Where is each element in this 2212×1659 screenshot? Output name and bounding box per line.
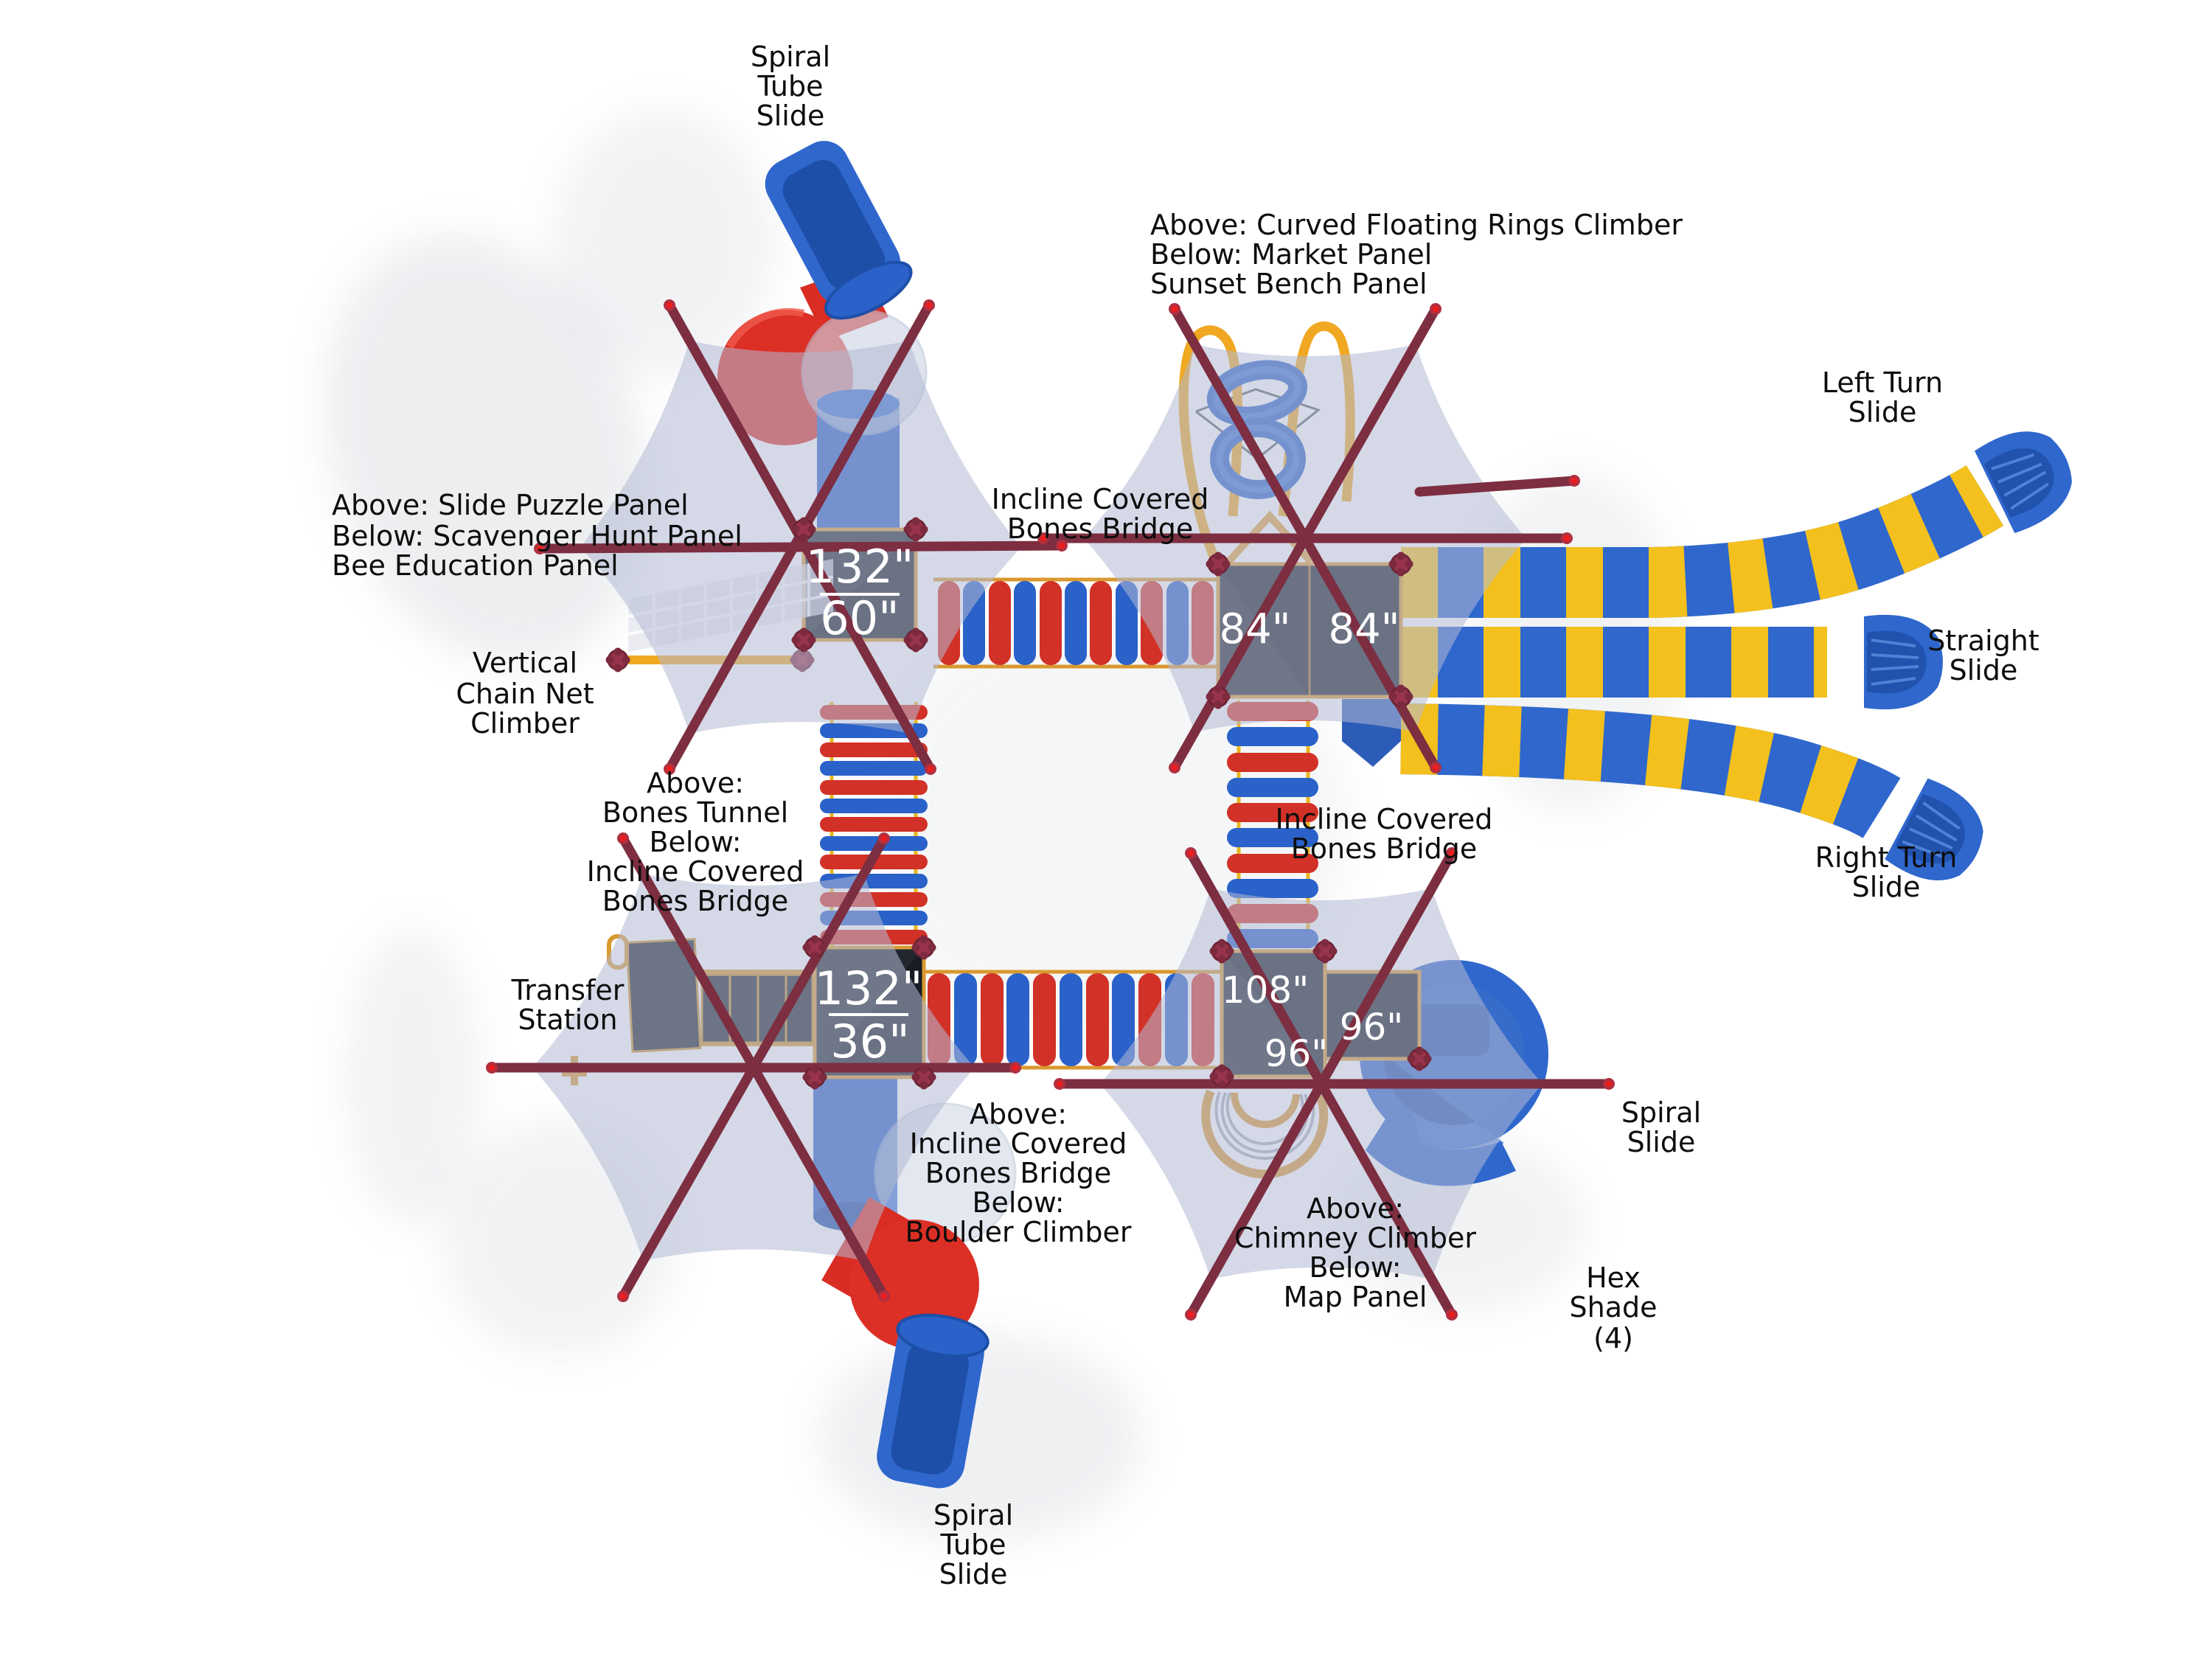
label-straight-slide: Straight Slide — [1927, 625, 2039, 686]
label-line: Map Panel — [1284, 1281, 1427, 1313]
label-line: Boulder Climber — [905, 1216, 1132, 1248]
label-rings-climber: Above: Curved Floating Rings Climber Bel… — [1150, 209, 1683, 300]
label-line: Bones Tunnel — [602, 796, 788, 829]
label-line: Hex — [1586, 1262, 1641, 1294]
label-line: Slide — [939, 1558, 1008, 1590]
label-line: Incline Covered — [1276, 803, 1493, 835]
label-line: Slide — [1950, 654, 2018, 686]
label-line: Chimney Climber — [1234, 1222, 1476, 1254]
tube-entrance-scoop — [765, 141, 913, 320]
label-spiral-tube-slide-bottom: Spiral Tube Slide — [933, 1499, 1013, 1590]
label-line: Bones Bridge — [925, 1157, 1112, 1189]
label-line: Incline Covered — [992, 483, 1209, 515]
label-line: Above: — [647, 767, 744, 799]
label-line: Climber — [470, 707, 580, 740]
dimension-deck-br-c: 96" — [1340, 1006, 1404, 1048]
label-line: Tube — [939, 1528, 1006, 1561]
label-hex-shade: Hex Shade (4) — [1570, 1262, 1658, 1354]
label-line: Left Turn — [1822, 366, 1943, 399]
dimension-deck-br-b: 96" — [1265, 1032, 1329, 1075]
label-vertical-chain-net: Vertical Chain Net Climber — [456, 647, 594, 740]
label-line: Bee Education Panel — [332, 549, 619, 582]
dimension-deck-tl-bottom: 60" — [820, 591, 899, 645]
label-boulder-climber-stack: Above: Incline Covered Bones Bridge Belo… — [905, 1098, 1132, 1248]
deck-dimensions: 132" 60" 84" 84" 132" 36" 108" 96" 96" — [806, 540, 1404, 1075]
label-line: Spiral — [933, 1499, 1013, 1531]
label-line: Bones Bridge — [1291, 832, 1478, 865]
label-line: Shade — [1570, 1291, 1658, 1324]
dimension-deck-tr-left: 84" — [1219, 605, 1290, 653]
label-line: Spiral — [1621, 1096, 1701, 1129]
dimension-deck-bl-bottom: 36" — [830, 1015, 909, 1068]
label-line: Sunset Bench Panel — [1150, 268, 1427, 300]
label-line: Above: Slide Puzzle Panel — [332, 489, 689, 521]
label-line: Chain Net — [456, 678, 594, 710]
label-line: Vertical — [473, 647, 577, 679]
label-transfer-station: Transfer Station — [511, 974, 625, 1036]
left-turn-slide — [1401, 415, 2086, 618]
label-line: Bones Bridge — [602, 885, 789, 917]
label-line: Above: Curved Floating Rings Climber — [1150, 209, 1683, 241]
right-turn-slide — [1400, 703, 1998, 897]
label-line: Below: — [649, 826, 741, 858]
label-incline-bridge-top: Incline Covered Bones Bridge — [992, 483, 1209, 545]
label-line: Below: Market Panel — [1150, 238, 1432, 271]
label-line: Tube — [757, 70, 823, 102]
label-line: Incline Covered — [587, 855, 804, 888]
dimension-deck-br-a: 108" — [1222, 969, 1309, 1012]
label-line: Right Turn — [1815, 841, 1958, 874]
label-line: Below: — [1309, 1251, 1401, 1284]
label-line: Straight — [1927, 625, 2039, 657]
label-right-turn-slide: Right Turn Slide — [1815, 841, 1958, 903]
beams-bottom-right — [1054, 848, 1614, 1320]
straight-slide — [1401, 613, 1944, 712]
dimension-deck-tr-right: 84" — [1328, 605, 1399, 653]
label-line: Spiral — [751, 41, 830, 73]
label-left-turn-slide: Left Turn Slide — [1822, 366, 1943, 428]
label-line: Above: — [970, 1098, 1067, 1130]
label-incline-bridge-right: Incline Covered Bones Bridge — [1276, 803, 1493, 865]
label-spiral-tube-slide-top: Spiral Tube Slide — [751, 41, 830, 132]
label-line: Below: Scavenger Hunt Panel — [332, 520, 742, 552]
label-line: (4) — [1593, 1322, 1633, 1354]
label-slide-puzzle-panels: Above: Slide Puzzle Panel Below: Scaveng… — [332, 489, 742, 582]
label-line: Slide — [1627, 1126, 1696, 1158]
dimension-deck-tl-top: 132" — [806, 540, 914, 594]
label-bones-tunnel-stack: Above: Bones Tunnel Below: Incline Cover… — [587, 767, 804, 917]
label-line: Transfer — [511, 974, 625, 1006]
label-line: Above: — [1307, 1192, 1404, 1225]
annotations: Spiral Tube Slide Above: Curved Floating… — [332, 41, 2039, 1590]
label-line: Below: — [972, 1186, 1064, 1219]
label-line: Slide — [1848, 396, 1917, 428]
label-line: Slide — [757, 100, 825, 132]
label-line: Bones Bridge — [1007, 512, 1194, 545]
tube-exit-scoop — [877, 1313, 990, 1489]
label-line: Station — [518, 1004, 617, 1036]
label-line: Slide — [1852, 871, 1921, 903]
label-line: Incline Covered — [910, 1127, 1127, 1160]
label-chimney-climber-stack: Above: Chimney Climber Below: Map Panel — [1234, 1192, 1476, 1313]
dimension-deck-bl-top: 132" — [815, 961, 923, 1015]
label-spiral-slide: Spiral Slide — [1621, 1096, 1701, 1158]
